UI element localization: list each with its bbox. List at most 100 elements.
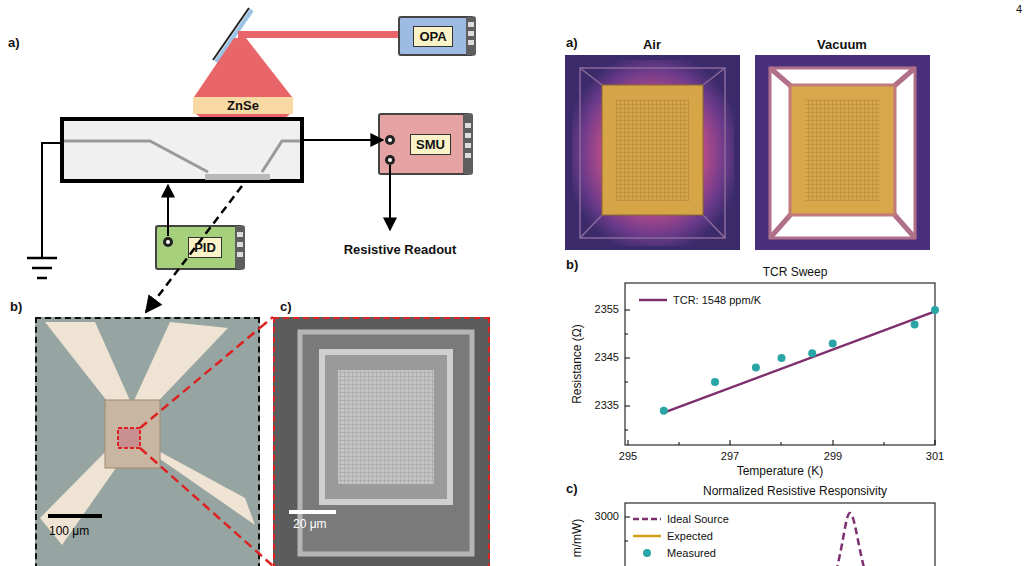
micrograph-panel: b)100 μm [35,317,260,566]
sem-mesh [338,370,434,484]
label-text: 299 [824,451,842,462]
node-text: SMU [410,134,451,155]
node-text: b) [10,299,22,314]
data-point [711,378,719,386]
scale-bar [289,510,336,514]
label-text: TCR Sweep [763,266,828,278]
label-text: b) [566,258,578,271]
micrograph [35,317,260,566]
source-meter-box: SMU [378,113,473,175]
vacuum-chamber [62,119,302,181]
label-text: 4 [1016,4,1022,15]
ideal-source-curve [836,513,865,566]
plot-frame [625,503,935,566]
legend-marker [643,549,651,557]
laser-beam [238,31,398,38]
mirror-coating [216,10,252,62]
label-text: 301 [926,451,944,462]
legend-text: Ideal Source [667,514,729,525]
legend-swatch [632,513,662,525]
label-text: Resistive Readout [344,243,457,256]
node-text: OPA [413,26,452,47]
label-text: Air [643,38,661,51]
legend-line [633,518,661,521]
data-point [778,354,786,362]
legend-item: Expected [632,530,713,542]
legend-text: Expected [667,531,713,542]
signal-wire [304,139,383,141]
absorber [790,85,895,215]
probe-pad [142,442,255,525]
heat-glow [572,60,734,246]
label-text: a) [8,36,20,49]
port [388,138,392,142]
label-text: 297 [721,451,739,462]
ground-symbol [27,257,57,260]
button [468,22,474,27]
probe-pad [40,445,125,545]
mirror [213,8,249,60]
port [385,155,395,165]
sample [205,174,270,180]
label-text: 2345 [595,352,619,363]
focused-beam [196,114,290,154]
node-text: 20 μm [293,517,327,531]
device-buttons [237,22,474,257]
lens-window: ZnSe [193,97,293,114]
button [465,123,471,128]
zoom-line [140,448,273,566]
legend-line [633,535,661,538]
data-point [829,340,837,348]
axis-ticks [625,310,935,445]
data-point [808,349,816,357]
axis-title: Resistance (Ω) [571,324,583,404]
legend-swatch [638,294,668,306]
frame [580,68,725,238]
legend-swatch [632,530,662,542]
zoom-arrow [146,186,242,312]
port [385,135,395,145]
legend-item: Measured [632,547,716,559]
sem-legs [322,352,450,502]
zoom-connector [260,317,273,328]
frame [770,68,915,238]
data-point [660,407,668,415]
sem-absorber [338,370,434,484]
label-text: Temperature (K) [737,465,824,477]
plot-frame [625,283,935,445]
readout-wire [389,165,391,230]
label-text: 2355 [595,304,619,315]
axis-title: m/mW) [571,519,583,558]
ground-wire [42,143,62,258]
label-text: c) [566,482,578,495]
device [118,428,140,448]
port [163,237,173,247]
temperature-control-wire [167,185,169,236]
data-points [660,306,939,415]
absorber-mesh [616,99,689,201]
axis-ticks [625,517,630,541]
button [237,242,243,247]
cavity [770,68,915,238]
button [468,40,474,45]
legend-text: Measured [667,548,716,559]
label-text: 2335 [595,400,619,411]
thermal-map-air [565,55,740,250]
absorber [602,85,703,215]
laser-beam-cone [194,38,292,97]
ground-symbol [32,267,52,270]
label-text: Vacuum [817,38,867,51]
label-text: a) [566,36,578,49]
support-leg [580,68,725,238]
label-text: 295 [619,451,637,462]
laser-source-box: OPA [398,16,476,56]
scale-bar [48,514,102,518]
button [465,153,471,158]
sem-image [273,317,490,566]
data-point [752,364,760,372]
probe [64,141,208,172]
zoom-region [118,428,140,448]
